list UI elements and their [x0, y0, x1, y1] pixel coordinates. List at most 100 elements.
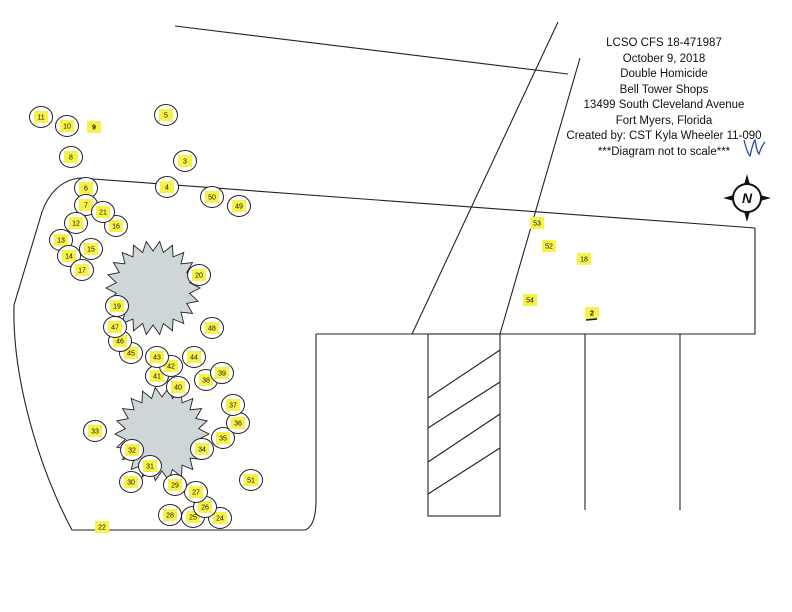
- evidence-marker-label: 18: [580, 257, 588, 264]
- evidence-marker-label: 14: [65, 254, 73, 261]
- evidence-marker-label: 51: [247, 478, 255, 485]
- evidence-marker: 35: [211, 427, 235, 449]
- evidence-marker: 47: [103, 316, 127, 338]
- evidence-marker-tag: [64, 151, 78, 163]
- evidence-marker-label: 7: [84, 203, 88, 210]
- evidence-marker-label: 5: [164, 113, 168, 120]
- evidence-marker-tag: [88, 425, 102, 437]
- evidence-marker-label: 17: [78, 268, 86, 275]
- evidence-marker-label: 30: [127, 480, 135, 487]
- location-name: Bell Tower Shops: [619, 83, 709, 96]
- evidence-marker: 21: [91, 201, 115, 223]
- evidence-marker-tag: [187, 351, 201, 363]
- evidence-marker: 30: [119, 471, 143, 493]
- evidence-marker-tag: [231, 417, 245, 429]
- evidence-marker-label: 46: [116, 339, 124, 346]
- evidence-marker-tag: [87, 121, 101, 133]
- evidence-marker-tag: [205, 191, 219, 203]
- evidence-marker-underline: [585, 318, 598, 321]
- evidence-marker-tag: [96, 206, 110, 218]
- evidence-marker: 43: [145, 346, 169, 368]
- evidence-marker-tag: [62, 250, 76, 262]
- evidence-marker-tag: [124, 476, 138, 488]
- evidence-marker-label: 15: [87, 247, 95, 254]
- evidence-marker-label: 10: [63, 124, 71, 131]
- evidence-marker-tag: [110, 300, 124, 312]
- evidence-marker-label: 48: [208, 326, 216, 333]
- evidence-marker-tag: [226, 399, 240, 411]
- evidence-marker-tag: [171, 381, 185, 393]
- evidence-marker-tag: [69, 217, 83, 229]
- evidence-marker-tag: [143, 460, 157, 472]
- evidence-marker-label: 42: [167, 364, 175, 371]
- evidence-marker: 39: [210, 362, 234, 384]
- evidence-marker-label: 2: [590, 311, 594, 318]
- evidence-marker: 20: [187, 264, 211, 286]
- evidence-marker-tag: [79, 199, 93, 211]
- evidence-marker-label: 8: [69, 155, 73, 162]
- evidence-marker-label: 29: [171, 483, 179, 490]
- evidence-marker-tag: [168, 479, 182, 491]
- building-right: [316, 228, 756, 335]
- walkway-stripe: [427, 447, 501, 495]
- evidence-marker-tag: [60, 120, 74, 132]
- scale-note: ***Diagram not to scale***: [597, 145, 731, 158]
- location-address: 13499 South Cleveland Avenue: [583, 99, 745, 111]
- evidence-marker-tag: [244, 474, 258, 486]
- evidence-marker-tag: [95, 521, 109, 533]
- evidence-marker: 40: [166, 376, 190, 398]
- evidence-marker-label: 16: [112, 224, 120, 231]
- evidence-marker-tag: [164, 360, 178, 372]
- evidence-marker-label: 12: [72, 221, 80, 228]
- evidence-marker: 5: [154, 104, 178, 126]
- evidence-marker-tag: [195, 443, 209, 455]
- signature-initials: [743, 138, 766, 158]
- walkway-stripe: [427, 349, 501, 399]
- evidence-marker-group: 2345678910111213141516171819202122242526…: [29, 104, 599, 533]
- evidence-marker-label: 6: [84, 186, 88, 193]
- evidence-marker: 17: [70, 259, 94, 281]
- road-line-main: [79, 177, 756, 229]
- evidence-marker-tag: [523, 294, 537, 306]
- evidence-marker-tag: [585, 307, 599, 319]
- evidence-marker: 36: [226, 412, 250, 434]
- evidence-marker: 54: [523, 294, 537, 306]
- evidence-marker: 11: [29, 106, 53, 128]
- evidence-marker: 9: [87, 121, 101, 133]
- tree-canopy: [114, 386, 210, 482]
- case-date: October 9, 2018: [622, 52, 706, 65]
- evidence-marker-tag: [577, 253, 591, 265]
- evidence-marker-label: 38: [202, 378, 210, 385]
- walkway-stripe: [427, 413, 501, 463]
- walkway-stripe: [427, 381, 501, 429]
- evidence-marker-label: 27: [192, 490, 200, 497]
- evidence-marker-tag: [198, 501, 212, 513]
- evidence-marker: 8: [59, 146, 83, 168]
- evidence-marker-tag: [159, 109, 173, 121]
- evidence-marker: 37: [221, 394, 245, 416]
- case-number: LCSO CFS 18-471987: [606, 37, 722, 49]
- evidence-marker-label: 40: [174, 385, 182, 392]
- evidence-marker: 19: [105, 295, 129, 317]
- compass-icon: N: [723, 174, 771, 222]
- evidence-marker-label: 39: [218, 371, 226, 378]
- compass-north-label: N: [742, 190, 753, 206]
- evidence-marker-label: 4: [165, 185, 169, 192]
- evidence-marker-tag: [163, 509, 177, 521]
- evidence-marker-tag: [192, 269, 206, 281]
- evidence-marker-label: 53: [533, 221, 541, 228]
- evidence-marker-label: 50: [208, 195, 216, 202]
- evidence-marker-label: 3: [183, 159, 187, 166]
- evidence-marker-label: 37: [229, 403, 237, 410]
- evidence-marker: 29: [163, 474, 187, 496]
- evidence-marker-label: 45: [127, 351, 135, 358]
- evidence-marker-tag: [213, 512, 227, 524]
- evidence-marker: 18: [577, 253, 591, 265]
- evidence-marker-tag: [150, 370, 164, 382]
- evidence-marker: 10: [55, 115, 79, 137]
- evidence-marker-label: 49: [235, 204, 243, 211]
- evidence-marker-label: 34: [198, 447, 206, 454]
- tree-canopy: [105, 240, 201, 336]
- evidence-marker-tag: [199, 374, 213, 386]
- evidence-marker-label: 54: [526, 298, 534, 305]
